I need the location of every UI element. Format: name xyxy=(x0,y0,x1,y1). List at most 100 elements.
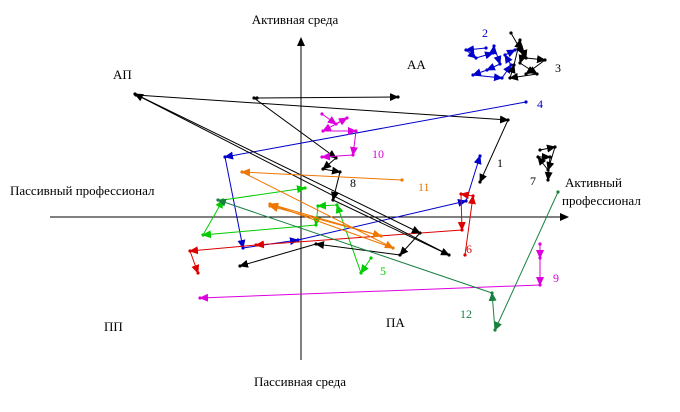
trajectory-2-segment xyxy=(472,73,503,82)
trajectory-8-point xyxy=(321,167,325,171)
trajectory-8-segment xyxy=(315,241,401,256)
trajectory-6-point xyxy=(460,228,464,232)
trajectory-8-segment xyxy=(399,232,421,256)
trajectory-8-segment xyxy=(332,199,450,256)
trajectory-12-point xyxy=(490,291,494,295)
trajectory-4-point xyxy=(223,155,227,159)
trajectory-5-segment xyxy=(202,224,317,239)
trajectory-8-point xyxy=(331,198,335,202)
trajectory-4-point xyxy=(296,238,300,242)
trajectory-3-segment xyxy=(507,64,516,79)
trajectory-1-segment xyxy=(256,93,399,102)
trajectory-5-point xyxy=(303,186,307,190)
trajectory-12-label: 12 xyxy=(460,307,472,321)
trajectory-12: 12 xyxy=(216,190,560,332)
trajectory-2-point xyxy=(491,51,495,55)
trajectory-2-point xyxy=(500,76,504,80)
quadrant-top-left: АП xyxy=(113,67,132,82)
trajectory-5-segment xyxy=(335,204,362,274)
trajectory-3-segment xyxy=(509,72,538,81)
quadrant-bottom-right: ПА xyxy=(386,315,405,330)
trajectory-8-point xyxy=(314,242,318,246)
trajectory-8-point xyxy=(133,92,137,96)
trajectory-11-segment xyxy=(241,171,394,249)
trajectory-2-point xyxy=(485,68,489,72)
trajectory-9-segment xyxy=(199,284,541,302)
trajectory-6-segment xyxy=(464,195,476,256)
trajectory-3-point xyxy=(512,63,516,67)
trajectory-8-point xyxy=(398,253,402,257)
trajectory-10-point xyxy=(321,129,325,133)
trajectory-6-label: 6 xyxy=(466,242,472,256)
trajectory-4-point xyxy=(241,246,245,250)
trajectory-9-label: 9 xyxy=(553,271,559,285)
trajectory-3-point xyxy=(524,56,528,60)
trajectory-8-point xyxy=(252,96,256,100)
trajectory-3-point xyxy=(518,61,522,65)
x-axis-left-label: Пассивный профессионал xyxy=(10,183,155,198)
trajectory-7-segment xyxy=(539,144,556,153)
x-axis-right-label-line1: Активный xyxy=(565,175,622,190)
trajectory-7-segment xyxy=(537,156,549,171)
trajectory-2-segment xyxy=(486,63,501,71)
trajectory-3-point xyxy=(521,52,525,56)
trajectory-1-point xyxy=(255,96,259,100)
trajectory-6-point xyxy=(196,271,200,275)
trajectory-6: 6 xyxy=(188,191,476,275)
trajectory-7-point xyxy=(546,178,550,182)
trajectory-8-segment xyxy=(239,243,317,268)
trajectory-2-segment xyxy=(475,51,494,60)
trajectory-8-segment xyxy=(322,166,341,175)
trajectory-8-point xyxy=(447,253,451,257)
trajectory-2-point xyxy=(503,53,507,57)
trajectory-12-segment xyxy=(217,198,493,294)
trajectory-2-point xyxy=(513,48,517,52)
quadrant-top-right: АА xyxy=(407,57,426,72)
trajectory-2-point xyxy=(471,73,475,77)
trajectory-5-segment xyxy=(312,205,321,226)
trajectory-5-point xyxy=(201,233,205,237)
trajectory-4-point xyxy=(524,100,528,104)
trajectory-7-segment xyxy=(544,156,553,181)
trajectory-3-point xyxy=(535,72,539,76)
trajectory-2-point xyxy=(509,63,513,67)
trajectory-10-segment xyxy=(321,152,354,161)
trajectory-6-segment xyxy=(255,229,463,249)
trajectory-11: 11 xyxy=(240,168,430,250)
trajectory-6-segment xyxy=(460,191,474,200)
trajectory-1: 1 xyxy=(134,93,510,184)
trajectory-3-point xyxy=(508,76,512,80)
trajectory-11-point xyxy=(268,204,272,208)
trajectory-2-segment xyxy=(504,49,516,58)
trajectory-3-segment xyxy=(525,59,546,75)
trajectory-5-label: 5 xyxy=(380,264,386,278)
trajectory-1-segment xyxy=(135,94,509,124)
trajectory-5-segment xyxy=(222,185,306,201)
trajectory-6-point xyxy=(459,192,463,196)
trajectory-5-point xyxy=(369,256,373,260)
trajectory-11-point xyxy=(240,170,244,174)
trajectory-2: 2 xyxy=(464,26,517,82)
trajectory-5-point xyxy=(316,204,320,208)
trajectory-2-segment xyxy=(472,68,488,77)
trajectory-7: 7 xyxy=(530,144,557,188)
trajectory-7-point xyxy=(548,155,552,159)
y-axis-bottom-label: Пассивная среда xyxy=(254,374,346,389)
trajectory-2-segment xyxy=(465,45,487,54)
y-axis-top-label: Активная среда xyxy=(252,12,339,27)
trajectory-5-point xyxy=(335,203,339,207)
trajectory-12-point xyxy=(216,198,220,202)
trajectory-8-point xyxy=(334,156,338,160)
trajectory-5-point xyxy=(359,271,363,275)
trajectory-4-segment xyxy=(224,101,527,160)
trajectory-11-segment xyxy=(241,168,403,181)
trajectory-11-point xyxy=(379,234,383,238)
trajectory-4-point xyxy=(478,154,482,158)
trajectory-12-segment xyxy=(494,191,559,331)
trajectory-10-segment xyxy=(321,113,337,125)
trajectory-11-label: 11 xyxy=(418,180,430,194)
trajectory-2-point xyxy=(474,56,478,60)
trajectory-3-segment xyxy=(519,39,528,59)
